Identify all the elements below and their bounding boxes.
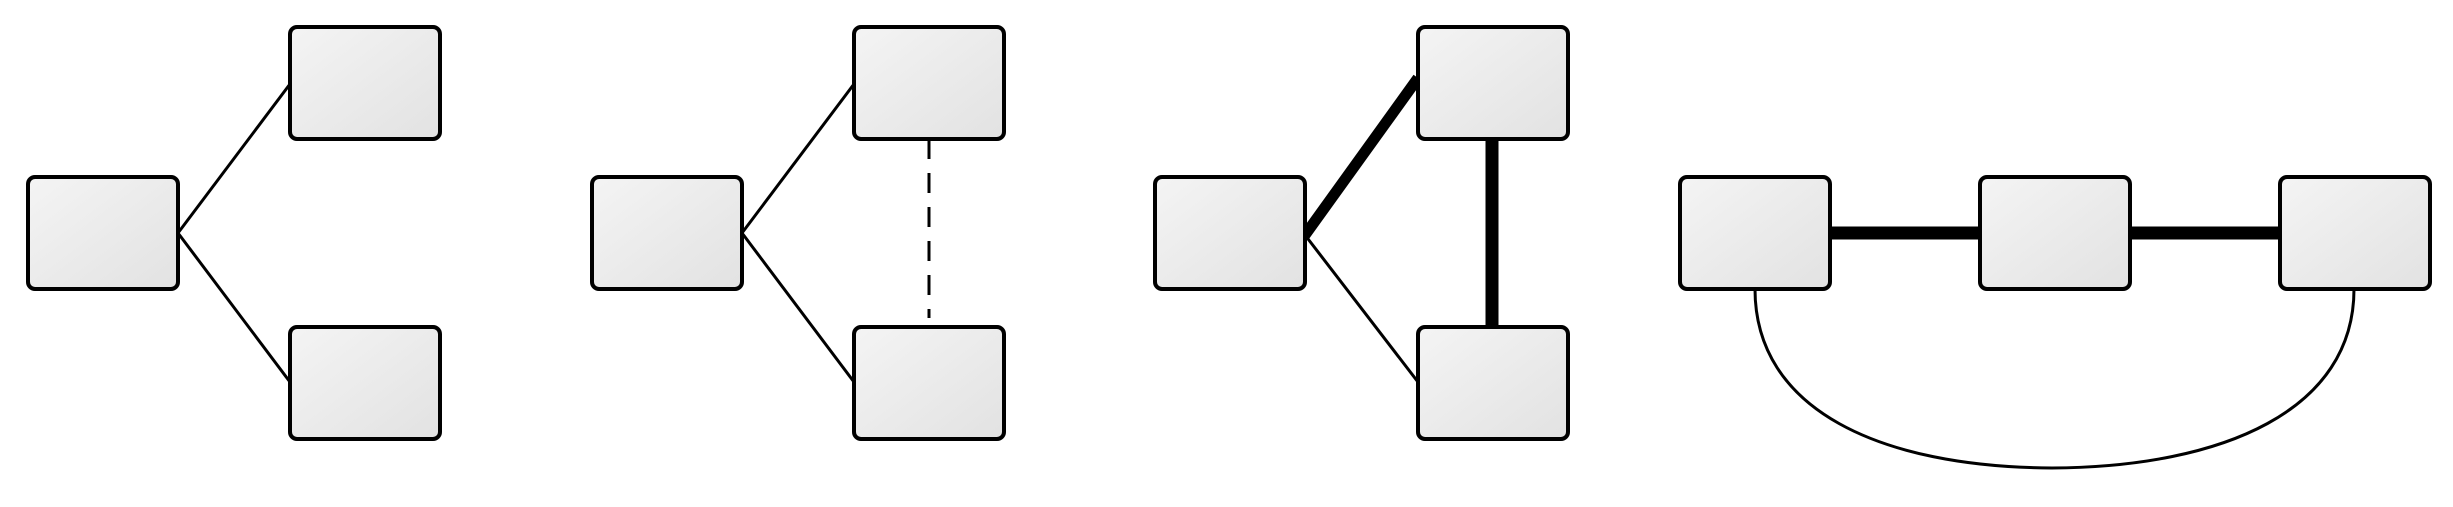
edge-root-bottom (1303, 234, 1420, 383)
node-root (26, 175, 180, 291)
node-bottom (1416, 325, 1570, 441)
diagram-chain-loop (1678, 175, 2432, 470)
edge-root-top (176, 83, 292, 234)
edge-left-right-curved (1753, 288, 2356, 470)
edge-root-top (740, 83, 856, 234)
node-right (2278, 175, 2432, 291)
node-top (1416, 25, 1570, 141)
diagram-tree-thick (1153, 25, 1570, 441)
node-root (1153, 175, 1307, 291)
edge-root-bottom (740, 232, 856, 383)
node-middle (1978, 175, 2132, 291)
diagram-tree-thin (26, 25, 442, 441)
node-left (1678, 175, 1832, 291)
node-bottom (852, 325, 1006, 441)
edge-root-top-thick (1300, 74, 1423, 239)
edge-root-bottom (176, 232, 292, 383)
node-top (288, 25, 442, 141)
node-top (852, 25, 1006, 141)
node-bottom (288, 325, 442, 441)
node-root (590, 175, 744, 291)
diagram-tree-dashed (590, 25, 1006, 441)
